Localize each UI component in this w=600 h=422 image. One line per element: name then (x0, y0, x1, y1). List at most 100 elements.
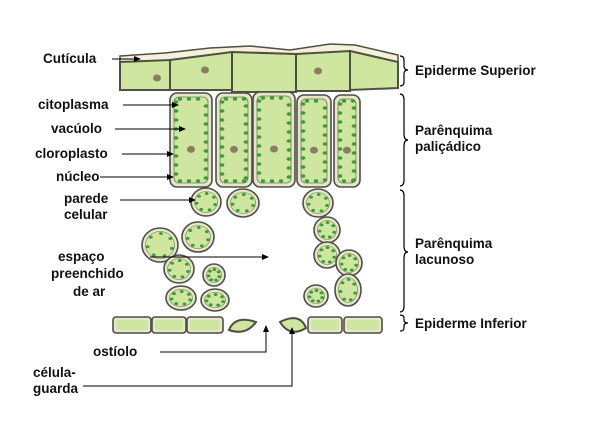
chloroplast (300, 156, 306, 160)
chloroplast (300, 138, 306, 142)
chloroplast (196, 226, 201, 230)
chloroplast (235, 208, 240, 212)
chloroplast (351, 151, 357, 155)
chloroplast (243, 167, 249, 171)
palisade-vacuole (300, 98, 328, 184)
chloroplast (322, 106, 328, 110)
brace-lacunoso (399, 189, 409, 313)
label-nucleo: núcleo (56, 169, 100, 184)
upper-epidermis (119, 43, 399, 93)
chloroplast (177, 179, 183, 183)
chloroplast (300, 111, 306, 115)
label-lacunoso-line2: lacunoso (415, 252, 475, 267)
spongy-cell (190, 187, 222, 217)
label-citoplasma: citoplasma (38, 97, 109, 112)
chloroplast (350, 179, 356, 183)
chloroplast (256, 108, 262, 112)
chloroplast (199, 207, 204, 211)
chloroplast (173, 109, 179, 113)
chloroplast (304, 179, 310, 183)
chloroplast (319, 291, 324, 295)
lower-epidermis (112, 316, 383, 334)
chloroplast (286, 139, 292, 143)
chloroplast (188, 298, 192, 302)
chloroplast (319, 248, 324, 252)
chloroplast (278, 96, 284, 100)
chloroplast (321, 234, 326, 238)
chloroplast (286, 157, 292, 161)
chloroplast (286, 148, 292, 152)
chloroplast (337, 129, 343, 133)
chloroplast (251, 204, 255, 208)
chloroplast (286, 121, 292, 125)
guard-cell-right (278, 317, 308, 333)
chloroplast (204, 192, 209, 196)
chloroplast (194, 201, 199, 205)
chloroplast (214, 278, 218, 282)
chloroplast (209, 278, 214, 282)
chloroplast (322, 160, 328, 164)
chloroplast (351, 115, 357, 119)
palisade-vacuole (256, 95, 292, 184)
chloroplast (300, 129, 306, 133)
chloroplast (172, 274, 177, 278)
chloroplast (311, 208, 316, 212)
chloroplast (204, 299, 209, 303)
chloroplast (243, 113, 249, 117)
chloroplast (307, 295, 312, 299)
palisade-vacuole (219, 96, 249, 184)
chloroplast (348, 298, 353, 302)
chloroplast (339, 262, 344, 266)
chloroplast (304, 99, 310, 103)
chloroplast (313, 179, 319, 183)
palisade-layer (169, 91, 361, 188)
chloroplast (223, 97, 229, 101)
chloroplast (243, 131, 249, 135)
chloroplast (241, 97, 247, 101)
upper-nucleus (153, 74, 161, 82)
chloroplast (182, 302, 187, 306)
chloroplast (300, 147, 306, 151)
chloroplast (203, 167, 209, 171)
chloroplast (173, 145, 179, 149)
chloroplast (204, 230, 209, 234)
chloroplast (300, 174, 306, 178)
chloroplast (249, 196, 254, 200)
brace-epiderme-superior (399, 55, 409, 87)
chloroplast (208, 303, 213, 307)
chloroplast (203, 176, 209, 180)
label-parede-line2: celular (64, 207, 108, 222)
chloroplast (306, 202, 311, 206)
label-espaco-line1: espaço (58, 249, 105, 264)
chloroplast (327, 260, 332, 264)
chloroplast (213, 293, 218, 297)
chloroplast (244, 209, 249, 213)
chloroplast (337, 111, 343, 115)
chloroplast (350, 99, 356, 103)
chloroplast (353, 257, 358, 261)
nucleus (343, 146, 351, 154)
palisade-cell (169, 92, 213, 188)
chloroplast (331, 249, 336, 253)
chloroplast (212, 268, 217, 272)
chloroplast (169, 297, 174, 301)
chloroplast (260, 179, 266, 183)
spongy-cell (202, 263, 226, 287)
chloroplast (217, 275, 222, 279)
nucleus (187, 145, 195, 153)
chloroplast (216, 270, 221, 274)
chloroplast (230, 202, 235, 206)
spongy-cell (163, 254, 195, 284)
spongy-cell (335, 249, 363, 277)
chloroplast (206, 238, 210, 242)
label-celula-guarda-line2: guarda (33, 381, 79, 396)
chloroplast (322, 115, 328, 119)
spongy-cell (141, 227, 179, 263)
guard-cells (227, 317, 308, 333)
chloroplast (316, 299, 321, 303)
palisade-vacuole (337, 98, 357, 184)
chloroplast (322, 133, 328, 137)
chloroplast (338, 290, 343, 294)
lower-epidermis-cell (112, 316, 152, 334)
chloroplast (256, 117, 262, 121)
